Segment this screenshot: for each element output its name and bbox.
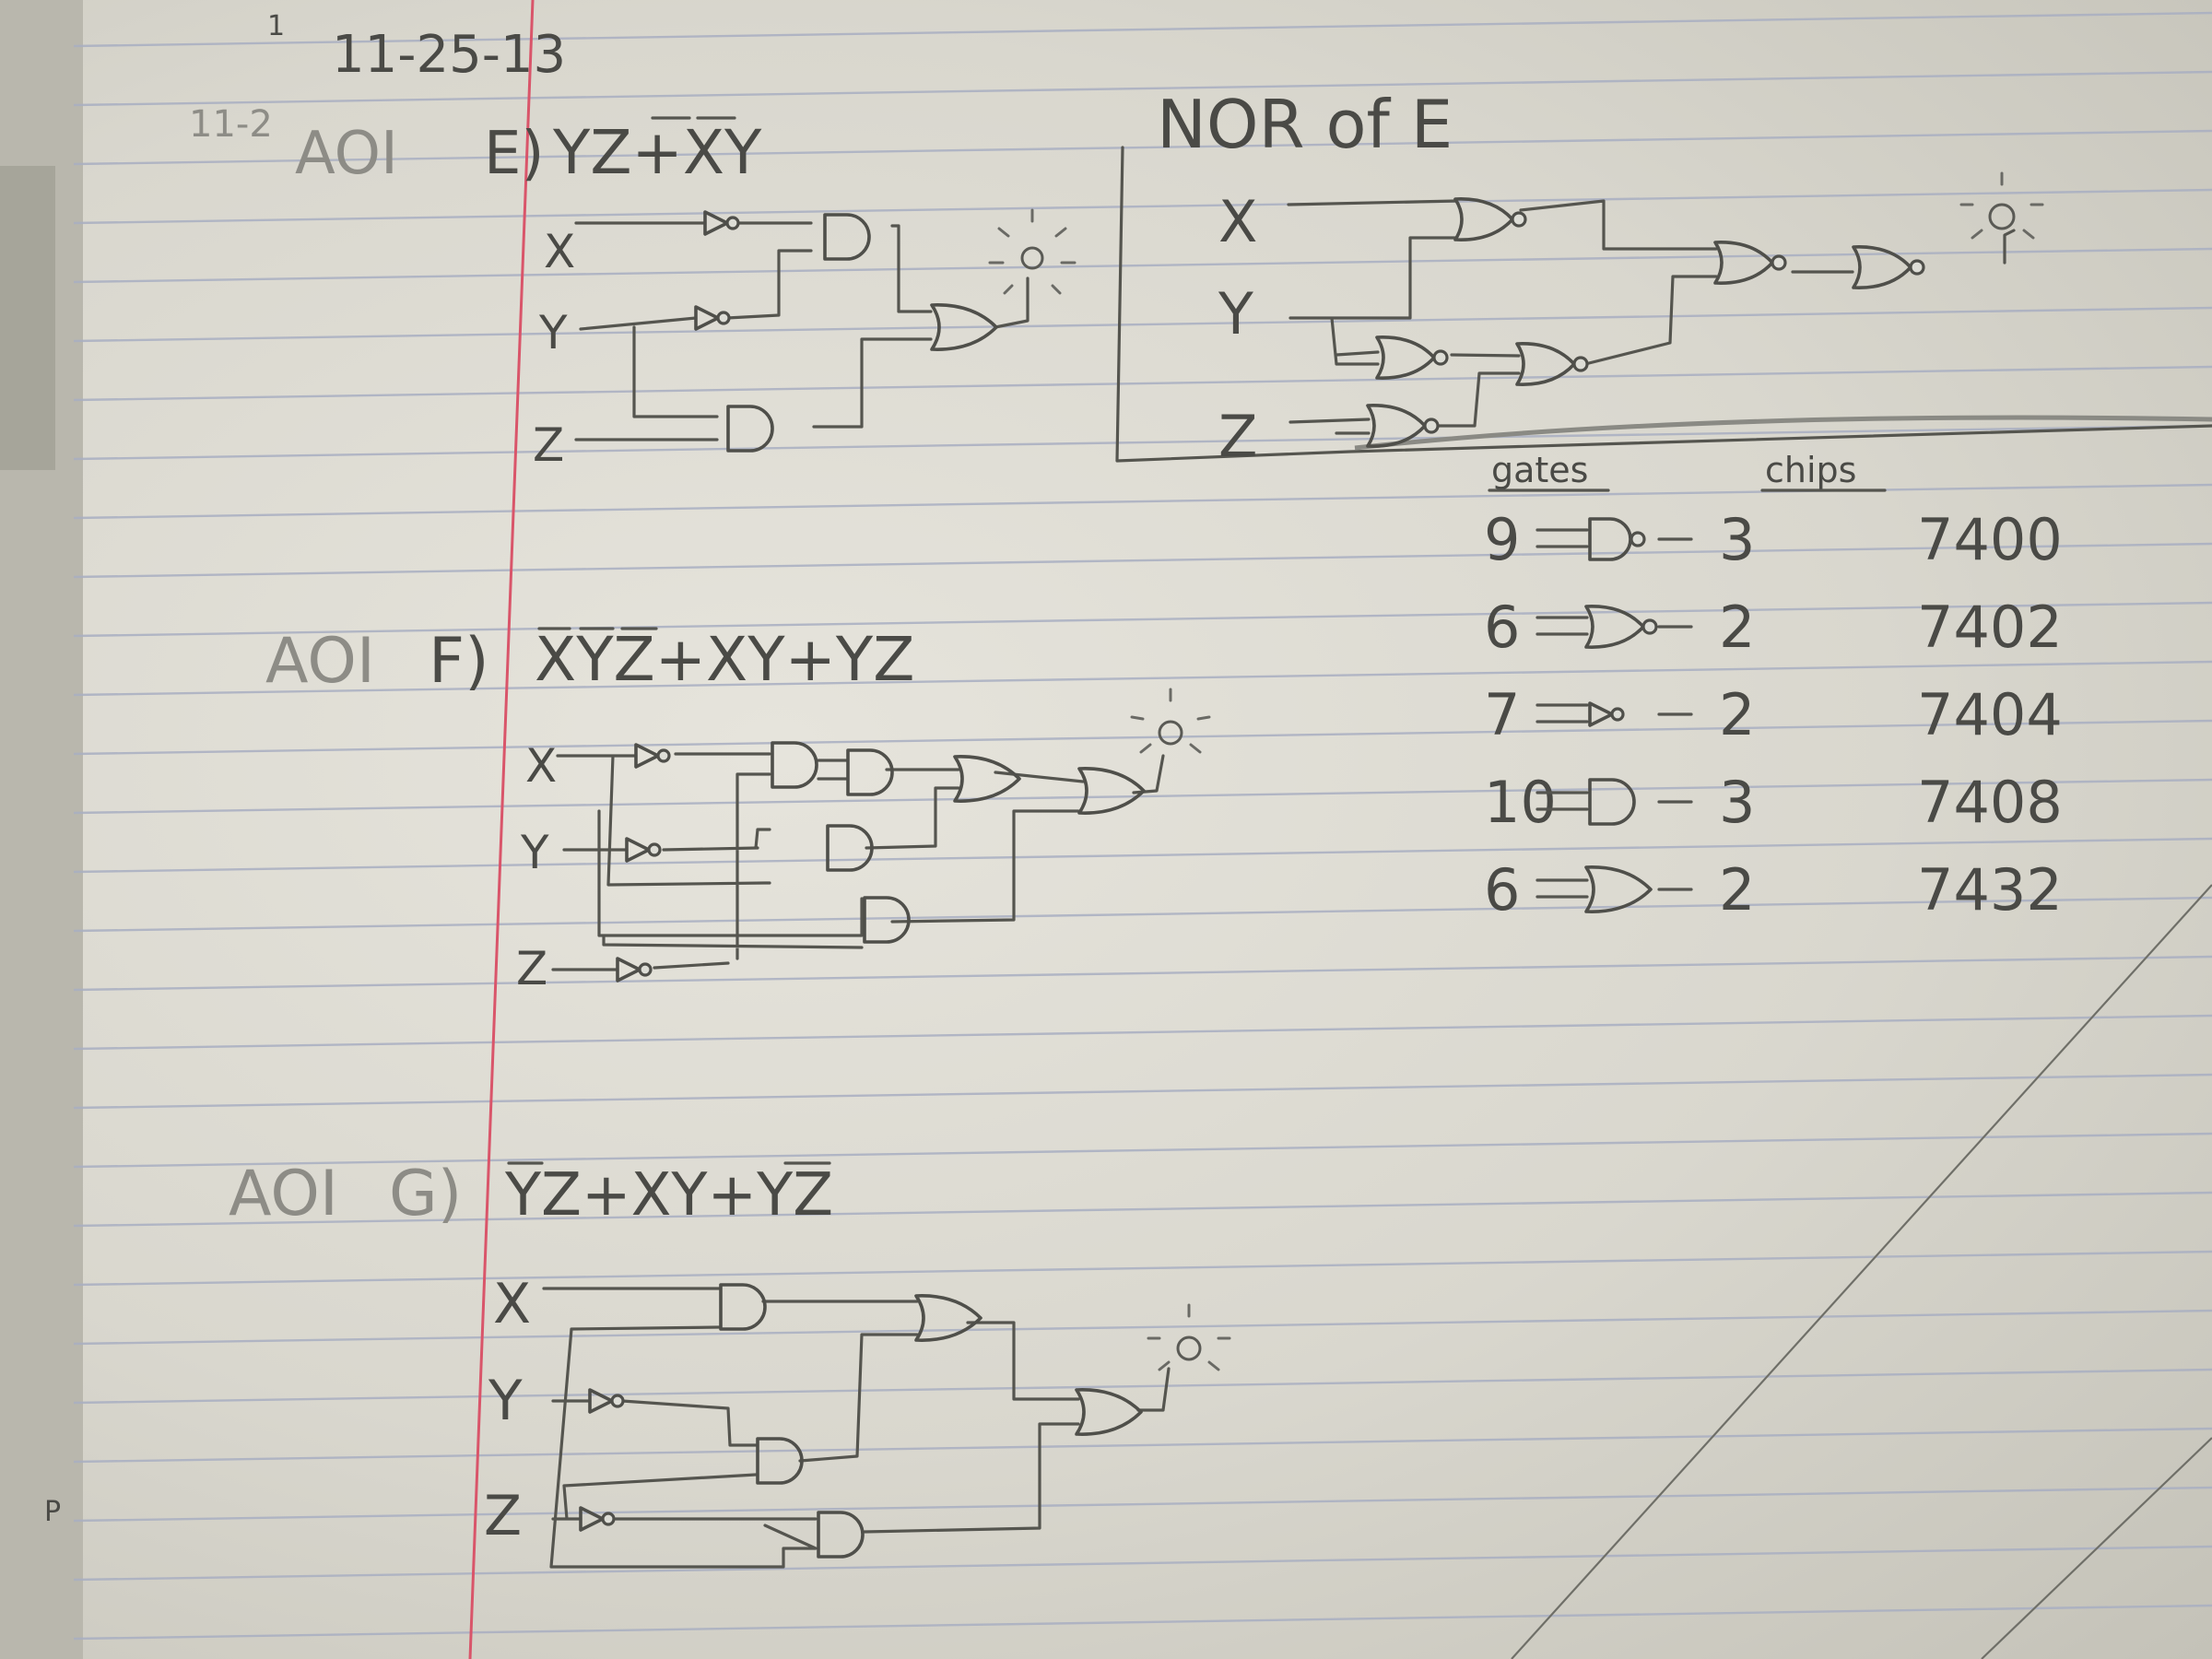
chip-table-row: 9 3 7400 <box>1484 506 2063 573</box>
f-input-label-x: X <box>525 739 557 793</box>
f-or-gate-1 <box>953 755 1021 803</box>
ruled-lines <box>73 11 2212 1641</box>
chip-table-row: 10 3 7408 <box>1484 769 2063 836</box>
chip-table-row: 7 2 7404 <box>1484 681 2063 748</box>
not-icon <box>1588 701 1625 727</box>
nor-section-title: NOR of E <box>1157 86 1453 163</box>
page-edge-letter: P <box>44 1496 61 1528</box>
gate-count: 9 <box>1484 506 1520 573</box>
nor-input-label-z: Z <box>1218 403 1257 470</box>
nor-gate-1 <box>1453 197 1527 241</box>
g-output-lamp-icon <box>1147 1303 1231 1371</box>
f-and-gate-1 <box>771 741 818 789</box>
f-input-label-y: Y <box>520 826 549 879</box>
section-g-method: AOI <box>229 1158 338 1230</box>
f-not-gate-y <box>625 837 662 863</box>
f-and-gate-4 <box>863 896 911 944</box>
f-and-gate-2 <box>846 748 894 796</box>
input-label-z: Z <box>533 418 564 472</box>
f-not-gate-z <box>616 957 653 982</box>
f-not-gate-x <box>634 743 671 769</box>
chip-count: 3 <box>1719 506 1755 573</box>
chips-column-header: chips <box>1765 450 1856 490</box>
nor-input-label-y: Y <box>1218 280 1253 347</box>
nor-gate-5 <box>1713 241 1787 285</box>
output-lamp-icon <box>988 208 1077 295</box>
section-e-number: 11-2 <box>189 103 273 146</box>
f-output-lamp-icon <box>1130 688 1211 754</box>
gates-column-header: gates <box>1491 450 1588 490</box>
input-label-y: Y <box>538 306 568 359</box>
not-gate-x <box>703 210 740 236</box>
corner-mark: 1 <box>267 10 285 42</box>
gate-count: 6 <box>1484 856 1520 924</box>
chip-part-number: 7402 <box>1917 594 2063 661</box>
g-not-gate-y <box>588 1388 625 1414</box>
section-e-letter: E) <box>484 120 544 188</box>
chip-part-number: 7408 <box>1917 769 2063 836</box>
page-fold-line <box>1354 415 2212 451</box>
g-input-label-x: X <box>493 1272 531 1336</box>
g-or-gate-1 <box>914 1294 982 1342</box>
g-and-gate-3 <box>817 1511 865 1559</box>
chip-part-number: 7400 <box>1917 506 2063 573</box>
section-f-method: AOI <box>265 625 375 698</box>
section-e-method: AOI <box>295 120 398 188</box>
margin-line <box>468 0 535 1659</box>
chip-count: 2 <box>1719 594 1755 661</box>
section-e-expression: YZ+XY <box>552 117 762 188</box>
page-corner-fold <box>1511 884 2212 1659</box>
and-icon <box>1588 778 1636 826</box>
nor-gate-2 <box>1375 335 1449 380</box>
not-gate-y <box>694 305 731 331</box>
section-g-expression: YZ+XY+YZ <box>504 1161 833 1230</box>
gate-count: 6 <box>1484 594 1520 661</box>
chip-table-row: 6 2 7402 <box>1484 594 2063 661</box>
g-input-label-z: Z <box>484 1484 522 1548</box>
chip-count: 2 <box>1719 681 1755 748</box>
nor-input-label-x: X <box>1218 188 1257 255</box>
chip-count: 3 <box>1719 769 1755 836</box>
or-icon <box>1584 865 1653 913</box>
g-and-gate-1 <box>719 1283 767 1331</box>
gate-count: 10 <box>1484 769 1557 836</box>
section-f-expression: XYZ+XY+YZ <box>535 624 914 695</box>
binder-mesh <box>0 166 55 470</box>
g-or-gate-2 <box>1075 1388 1143 1436</box>
circuit-e: X Y Z <box>533 208 1077 472</box>
input-label-x: X <box>544 225 575 278</box>
chip-part-number: 7404 <box>1917 681 2063 748</box>
page-date: 11-25-13 <box>332 25 566 85</box>
section-f-letter: F) <box>429 625 489 698</box>
and-gate-e2 <box>726 405 774 453</box>
section-g-letter: G) <box>389 1158 462 1230</box>
chip-count: 2 <box>1719 856 1755 924</box>
f-or-gate-2 <box>1077 767 1146 815</box>
f-input-label-z: Z <box>516 942 547 995</box>
nor-output-lamp-icon <box>1959 171 2044 240</box>
and-gate-e1 <box>823 213 871 261</box>
chip-part-number: 7432 <box>1917 856 2063 924</box>
circuit-g: X Y Z <box>484 1272 1231 1569</box>
gate-count: 7 <box>1484 681 1520 748</box>
g-and-gate-2 <box>756 1437 804 1485</box>
g-not-gate-z <box>579 1506 616 1532</box>
nor-box-frame <box>1115 146 2212 463</box>
chip-table-row: 6 2 7432 <box>1484 856 2063 924</box>
circuit-nor: X Y Z <box>1218 171 2044 470</box>
circuit-f: X Y Z <box>516 688 1211 995</box>
g-input-label-y: Y <box>488 1369 523 1433</box>
